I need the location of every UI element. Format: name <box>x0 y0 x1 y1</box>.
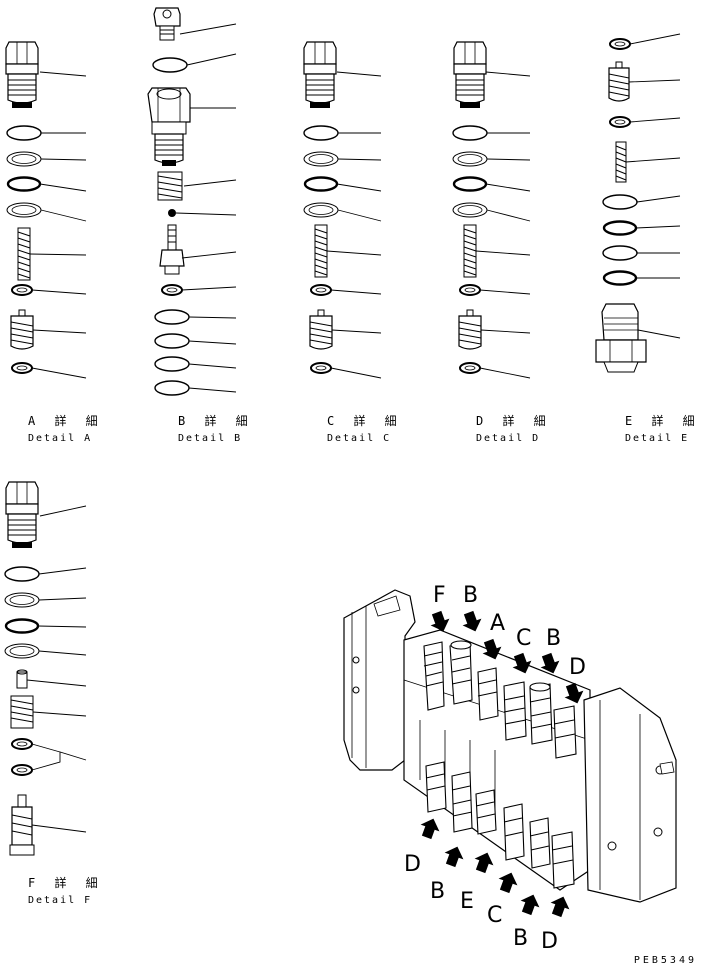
detail-b-exploded-view <box>147 7 237 396</box>
detail-b-jp: B 詳 細 <box>178 414 254 428</box>
detail-d-exploded-view <box>452 41 531 379</box>
valve-label-bottom: C <box>487 903 502 928</box>
valve-label-top: C <box>516 626 531 651</box>
valve-label-bottom: E <box>460 889 474 914</box>
detail-a-en: Detail A <box>28 433 93 444</box>
detail-b-en: Detail B <box>178 433 243 444</box>
detail-a-jp: A 詳 細 <box>28 414 104 428</box>
detail-c-jp: C 詳 細 <box>327 414 403 428</box>
detail-c-exploded-view <box>303 41 382 379</box>
detail-f-exploded-view <box>4 481 87 856</box>
valve-label-top: B <box>463 583 478 608</box>
detail-c-en: Detail C <box>327 433 392 444</box>
control-valve-assembly <box>343 589 677 903</box>
valve-label-top: D <box>569 655 586 680</box>
detail-e-jp: E 詳 細 <box>625 414 701 428</box>
detail-e-caption: E 詳 細 Detail E <box>625 412 701 444</box>
detail-f-en: Detail F <box>28 895 93 906</box>
detail-c-caption: C 詳 細 Detail C <box>327 412 403 444</box>
valve-label-top: F <box>433 583 446 608</box>
detail-f-jp: F 詳 細 <box>28 876 104 890</box>
valve-label-top: A <box>490 611 505 636</box>
detail-e-exploded-view <box>595 33 681 373</box>
valve-label-bottom: B <box>513 926 528 951</box>
valve-labels: F B A C B D D B E C B D <box>404 583 586 954</box>
detail-d-en: Detail D <box>476 433 541 444</box>
detail-b-caption: B 詳 細 Detail B <box>178 412 254 444</box>
valve-label-top: B <box>546 626 561 651</box>
detail-a-exploded-view <box>5 41 87 379</box>
valve-label-bottom: B <box>430 879 445 904</box>
detail-e-en: Detail E <box>625 433 690 444</box>
detail-f-caption: F 詳 細 Detail F <box>28 874 104 906</box>
drawing-code: PEB5349 <box>633 955 697 966</box>
detail-d-caption: D 詳 細 Detail D <box>476 412 552 444</box>
detail-d-jp: D 詳 細 <box>476 414 552 428</box>
valve-label-bottom: D <box>541 929 558 954</box>
detail-a-caption: A 詳 細 Detail A <box>28 412 104 444</box>
valve-label-bottom: D <box>404 852 421 877</box>
